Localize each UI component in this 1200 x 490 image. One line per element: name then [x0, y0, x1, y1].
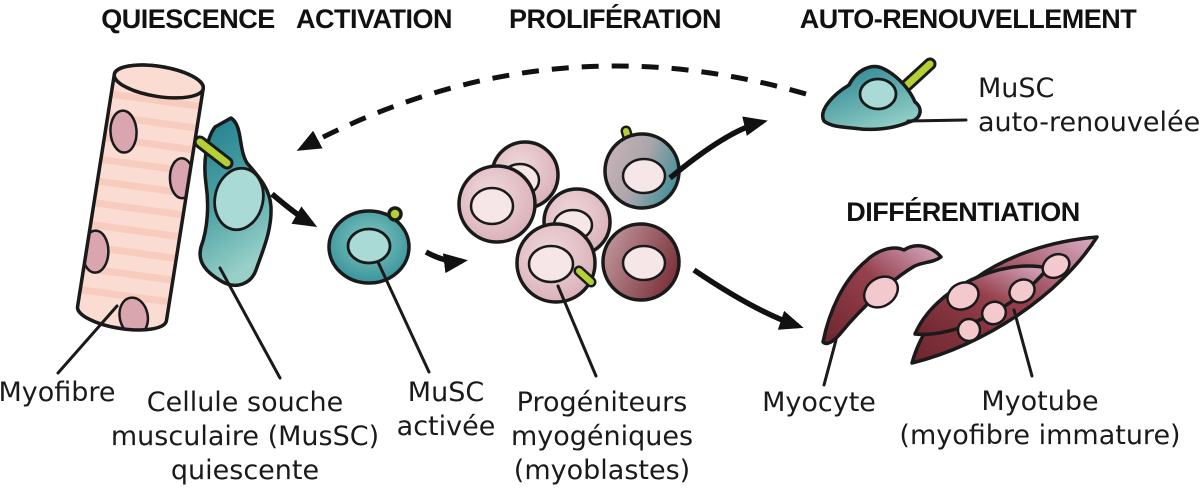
label-activated-musc: MuSC activée [397, 376, 496, 444]
label-line: (myofibre immature) [899, 420, 1181, 451]
arrow-to-self-renewal [668, 116, 768, 181]
myocyte-cell [821, 244, 943, 346]
leader-lines [56, 118, 1034, 387]
leader-activated-musc [376, 260, 431, 374]
leader-myotube [1012, 308, 1034, 378]
arrow-quiescence-to-activation [270, 191, 318, 227]
niche-marker-icon [193, 135, 234, 170]
stage-differentiation: DIFFÉRENTIATION [846, 197, 1080, 227]
label-progenitors: Progéniteurs myogéniques (myoblastes) [511, 386, 693, 488]
stage-auto-renouvellement: AUTO-RENOUVELLEMENT [799, 4, 1137, 34]
self-renewed-musc-cell [820, 57, 937, 132]
label-line: Cellule souche [146, 387, 344, 418]
activated-musc-cell [327, 206, 411, 285]
pre-self-renewal-cell [603, 125, 681, 210]
leader-myofibre [56, 304, 119, 375]
label-line: MuSC [978, 73, 1055, 104]
quiescent-musc-cell [193, 116, 273, 287]
pre-differentiation-cell [601, 222, 681, 302]
leader-progenitors [556, 284, 598, 378]
myoblast-cell [457, 164, 537, 244]
myotube-nuclei [946, 252, 1071, 343]
leader-myocyte [822, 338, 838, 387]
stage-quiescence: QUIESCENCE [101, 4, 275, 34]
myoblast-cluster [457, 125, 681, 304]
label-line: Progéniteurs [516, 387, 688, 418]
myoblast-cell [515, 222, 597, 304]
label-self-renewed-musc: MuSC auto-renouvelée [978, 72, 1200, 140]
myofibre-illustration [75, 63, 206, 336]
niche-marker-icon [899, 57, 937, 93]
leader-quiescent-cell [218, 266, 282, 380]
myotube-cell [910, 235, 1099, 365]
arrow-activation-to-proliferation [424, 249, 468, 274]
label-myocyte: Myocyte [762, 387, 876, 418]
label-line: (myoblastes) [513, 455, 691, 486]
arrow-return-to-quiescence [296, 63, 807, 151]
leader-self-renewed [906, 118, 968, 123]
stage-activation: ACTIVATION [296, 4, 453, 34]
label-line: Myotube [981, 386, 1099, 417]
stage-proliferation: PROLIFÉRATION [509, 4, 722, 34]
label-line: myogéniques [510, 421, 694, 452]
arrow-to-differentiation [692, 267, 804, 330]
flow-arrows [270, 63, 807, 330]
niche-marker-icon [387, 206, 403, 222]
label-myotube: Myotube (myofibre immature) [899, 385, 1180, 453]
label-line: musculaire (MusSC) [110, 421, 380, 452]
label-line: quiescente [170, 455, 320, 486]
niche-marker-icon [573, 265, 597, 288]
label-myofibre: Myofibre [0, 377, 116, 408]
label-line: MuSC [407, 377, 485, 408]
label-quiescent-cell: Cellule souche musculaire (MusSC) quiesc… [111, 386, 379, 488]
label-line: activée [396, 411, 496, 442]
label-line: auto-renouvelée [978, 107, 1200, 138]
